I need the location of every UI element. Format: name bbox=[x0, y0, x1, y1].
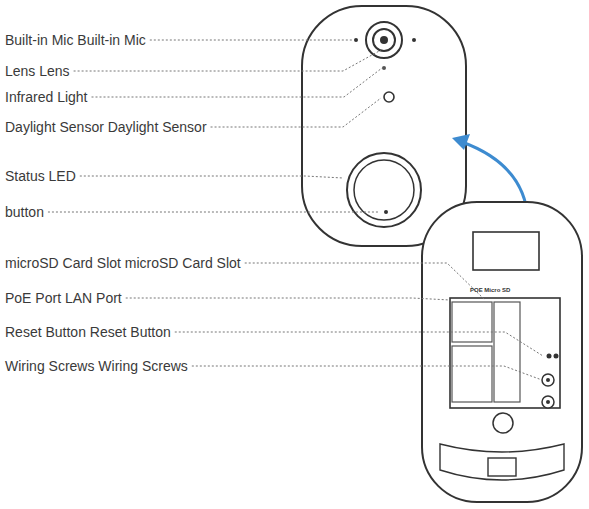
bottom-notch bbox=[488, 458, 516, 476]
port-area bbox=[450, 298, 560, 408]
leader-line bbox=[80, 176, 343, 178]
wiring-screw bbox=[546, 400, 550, 404]
wire-hole bbox=[493, 413, 513, 433]
leader-line bbox=[48, 212, 379, 213]
leader-line bbox=[92, 68, 383, 97]
leader-line bbox=[150, 40, 353, 41]
mic-hole bbox=[412, 38, 416, 42]
microsd-slot bbox=[494, 302, 520, 402]
leader-line bbox=[175, 332, 543, 356]
part-label: Status LED bbox=[5, 168, 76, 184]
lens-ring bbox=[366, 22, 402, 58]
part-label: Lens Lens bbox=[5, 63, 70, 79]
part-label: Built-in Mic Built-in Mic bbox=[5, 32, 146, 48]
lens-center bbox=[380, 36, 388, 44]
wiring-screw bbox=[542, 396, 554, 408]
reset-button bbox=[554, 354, 559, 359]
leader-line bbox=[192, 366, 542, 380]
label-area bbox=[473, 232, 539, 270]
infrared-light bbox=[382, 66, 386, 70]
poe-port bbox=[452, 302, 492, 342]
status-led bbox=[384, 210, 388, 214]
daylight-sensor bbox=[384, 92, 394, 102]
arrow-head bbox=[452, 134, 470, 150]
printed-marking: POE Micro SD bbox=[470, 287, 510, 294]
button bbox=[354, 160, 414, 220]
part-label: Infrared Light bbox=[5, 89, 88, 105]
wiring-screw bbox=[542, 374, 554, 386]
wiring-screw bbox=[546, 378, 550, 382]
reset-button bbox=[547, 354, 552, 359]
cable-slot bbox=[452, 346, 492, 402]
button-ring bbox=[347, 153, 421, 227]
part-label: Wiring Screws Wiring Screws bbox=[5, 358, 188, 374]
part-label: PoE Port LAN Port bbox=[5, 290, 122, 306]
bottom-bracket bbox=[440, 444, 564, 480]
back-plate bbox=[422, 202, 582, 502]
part-label: Daylight Sensor Daylight Sensor bbox=[5, 119, 207, 135]
part-label: button bbox=[5, 204, 44, 220]
mic-hole bbox=[354, 38, 358, 42]
lens bbox=[373, 29, 395, 51]
part-label: Reset Button Reset Button bbox=[5, 324, 171, 340]
part-label: microSD Card Slot microSD Card Slot bbox=[5, 255, 241, 271]
leader-line bbox=[74, 50, 381, 71]
leader-line bbox=[245, 263, 485, 300]
front-housing bbox=[302, 6, 466, 246]
leader-line bbox=[126, 298, 450, 300]
leader-line bbox=[211, 98, 381, 127]
